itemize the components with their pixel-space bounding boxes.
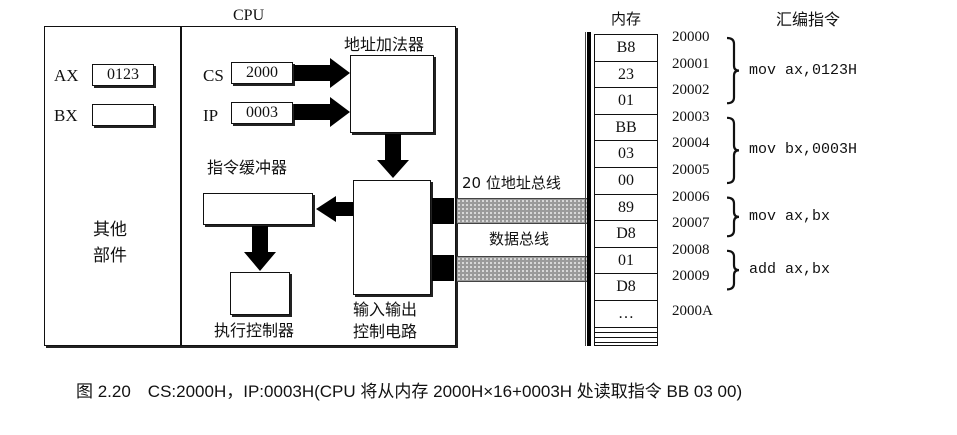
instruction-buffer-box — [203, 193, 313, 225]
assembly-title: 汇编指令 — [776, 10, 841, 29]
memory-address: 20005 — [672, 162, 710, 178]
memory-cell: B8 — [595, 35, 657, 62]
memory-address: 20003 — [672, 108, 710, 125]
memory-continuation-line — [595, 336, 657, 339]
memory-cell: 01 — [595, 88, 657, 115]
cs-label: CS — [203, 66, 224, 85]
memory-continuation-line — [595, 341, 657, 344]
memory-rail-edge — [585, 32, 586, 346]
memory-address: 20009 — [672, 268, 710, 285]
memory-cell: D8 — [595, 221, 657, 248]
ip-register: 0003 — [231, 102, 293, 124]
address-adder-box — [350, 55, 434, 133]
io-circuit-label-line2: 控制电路 — [353, 322, 418, 341]
brace-icon — [726, 36, 740, 105]
memory-bus-rail — [587, 32, 591, 346]
data-bus — [457, 256, 587, 282]
memory-continuation-line — [595, 331, 657, 334]
assembly-instruction: mov ax,0123H — [749, 61, 858, 79]
execution-controller-label: 执行控制器 — [214, 321, 295, 340]
memory-address: 20000 — [672, 29, 710, 45]
cpu-divider — [180, 27, 182, 345]
other-parts-line2: 部件 — [93, 246, 127, 266]
memory-cell: 89 — [595, 195, 657, 222]
cs-to-adder-arrow — [294, 58, 350, 88]
memory-address: 20008 — [672, 241, 710, 258]
assembly-instruction: mov bx,0003H — [749, 141, 858, 159]
cs-register: 2000 — [231, 62, 293, 84]
bx-register — [92, 104, 154, 126]
io-to-buffer-arrow — [316, 196, 353, 222]
memory-cell: 03 — [595, 141, 657, 168]
adder-to-io-arrow — [377, 134, 409, 178]
assembly-instruction: add ax,bx — [749, 261, 831, 279]
memory-address: 2000A — [672, 303, 713, 319]
io-circuit-box — [353, 180, 431, 295]
instruction-buffer-label: 指令缓冲器 — [207, 158, 288, 177]
data-bus-connector — [432, 255, 454, 281]
assembly-instruction: mov ax,bx — [749, 207, 831, 225]
buffer-to-exec-arrow — [244, 226, 276, 271]
address-adder-label: 地址加法器 — [344, 35, 425, 54]
address-bus-connector — [432, 198, 454, 224]
execution-controller-box — [230, 272, 290, 315]
memory-cell: BB — [595, 115, 657, 142]
brace-icon — [726, 249, 740, 291]
ip-label: IP — [203, 106, 219, 125]
memory-address: 20006 — [672, 188, 710, 205]
ax-label: AX — [54, 66, 79, 85]
memory-cell: 00 — [595, 168, 657, 195]
memory-cell: 01 — [595, 248, 657, 275]
brace-icon — [726, 196, 740, 238]
data-bus-label: 数据总线 — [489, 230, 550, 248]
figure-caption: 图 2.20 CS:2000H，IP:0003H(CPU 将从内存 2000H×… — [76, 382, 743, 401]
address-bus — [457, 198, 587, 224]
memory-cell: … — [595, 301, 657, 328]
memory-address: 20007 — [672, 215, 710, 232]
memory-address: 20002 — [672, 82, 710, 99]
io-circuit-label-line1: 输入输出 — [353, 300, 418, 319]
other-parts-line1: 其他 — [93, 220, 127, 240]
address-bus-label: 20 位地址总线 — [462, 174, 561, 192]
cpu-title: CPU — [233, 7, 265, 24]
brace-icon — [726, 116, 740, 185]
memory-cell: 23 — [595, 62, 657, 89]
memory-address: 20001 — [672, 55, 710, 72]
memory-address: 20004 — [672, 135, 710, 152]
memory-cell: D8 — [595, 274, 657, 301]
bx-label: BX — [54, 106, 78, 125]
memory-title: 内存 — [611, 10, 642, 28]
ax-register: 0123 — [92, 64, 154, 86]
ip-to-adder-arrow — [294, 97, 350, 127]
